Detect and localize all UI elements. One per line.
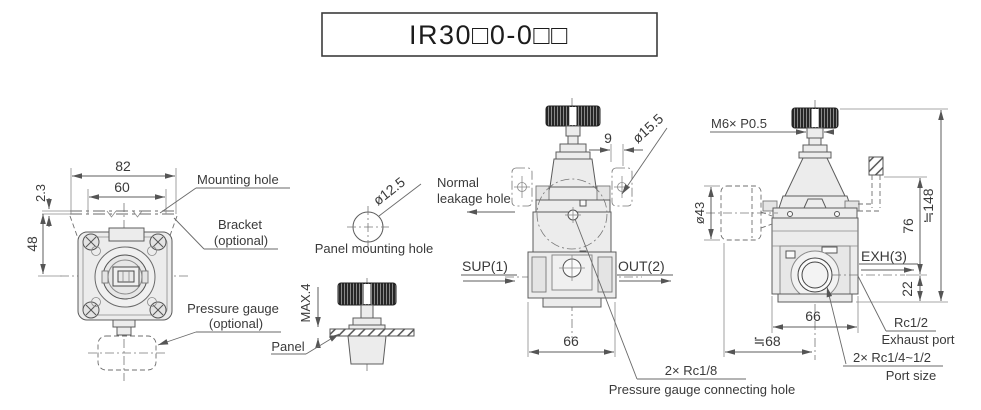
dim-2-3-label: 2.3 — [33, 184, 48, 202]
optional-gauge-side — [706, 185, 778, 241]
dim-66-front: 66 — [527, 302, 616, 357]
dia-15-5-label: ø15.5 — [629, 110, 666, 146]
panel-hole-dia-label: ø12.5 — [370, 174, 408, 209]
model-number: IR30□0-0□□ — [409, 20, 569, 50]
gauge-port-name-label: Pressure gauge connecting hole — [609, 382, 795, 397]
dim-148: ≒148 — [840, 108, 948, 301]
dim-48: 48 — [24, 214, 62, 277]
bracket-note-label: (optional) — [214, 233, 268, 248]
bracket-ear-right — [611, 167, 633, 207]
dim-66-front-label: 66 — [563, 333, 579, 349]
dim-60: 60 — [87, 179, 167, 214]
pressure-gauge-note-label: (optional) — [209, 316, 263, 331]
bracket-ear-left — [511, 167, 533, 207]
dim-76-label: 76 — [900, 218, 916, 234]
m6-thread-label: M6× P0.5 — [711, 116, 767, 131]
pressure-gauge-label: Pressure gauge — [187, 301, 279, 316]
panel-mounting-hole-label: Panel mounting hole — [315, 241, 434, 256]
sup-port-flow: SUP(1) — [461, 258, 517, 284]
bracket-callout: Bracket (optional) — [173, 217, 278, 250]
dim-66-side-label: 66 — [805, 308, 821, 324]
m6-thread-callout: M6× P0.5 — [710, 116, 834, 135]
exhaust-thread-label: Rc1/2 — [894, 315, 928, 330]
dim-82: 82 — [70, 158, 177, 214]
front-elevation-view: Normal leakage hole SUP(1) OUT(2) 9 ø15.… — [437, 98, 795, 397]
dim-9: 9 — [589, 130, 643, 166]
dim-66-side: 66 — [771, 296, 859, 333]
knob-top-icon — [94, 246, 156, 308]
panel-callout: Panel — [271, 333, 340, 355]
mounting-hole-label: Mounting hole — [197, 172, 279, 187]
exhaust-port-label: Exhaust port — [882, 332, 955, 347]
bracket-label: Bracket — [218, 217, 262, 232]
exh-label: EXH(3) — [861, 248, 907, 264]
panel-mount-figure: MAX.4 Panel — [271, 278, 415, 371]
dim-60-label: 60 — [114, 179, 130, 195]
pressure-gauge-callout: Pressure gauge (optional) — [157, 301, 281, 346]
dim-9-label: 9 — [604, 130, 612, 146]
dim-2-3: 2.3 — [33, 184, 70, 227]
dim-22: 22 — [856, 276, 948, 303]
dim-68-label: ≒68 — [753, 333, 781, 349]
gauge-connecting-hole-callout: 2× Rc1/8 Pressure gauge connecting hole — [574, 218, 795, 397]
gauge-port-thread-label: 2× Rc1/8 — [665, 363, 717, 378]
side-elevation-view: ø43 M6× P0.5 EXH(3) 76 22 ≒148 — [692, 100, 955, 383]
exhaust-port-callout: Rc1/2 Exhaust port — [857, 275, 955, 347]
leakage-label-line1: Normal — [437, 175, 479, 190]
out-label: OUT(2) — [618, 258, 665, 274]
dim-48-label: 48 — [24, 236, 40, 252]
dim-22-label: 22 — [899, 281, 915, 297]
exh-port-flow: EXH(3) — [832, 248, 918, 276]
dim-max4: MAX.4 — [298, 283, 321, 348]
leakage-hole-callout: Normal leakage hole — [437, 175, 515, 215]
adjustment-knob-icon — [545, 105, 601, 127]
port-size-callout: 2× Rc1/4~1/2 Port size — [826, 286, 943, 383]
model-number-box: IR30□0-0□□ — [321, 12, 658, 57]
port-size-label: Port size — [886, 368, 937, 383]
panel-hole-figure: ø12.5 Panel mounting hole — [315, 174, 434, 256]
sup-label: SUP(1) — [462, 258, 508, 274]
port-thread-label: 2× Rc1/4~1/2 — [853, 350, 931, 365]
dim-68: ≒68 — [723, 243, 812, 357]
dia-15-5-callout: ø15.5 — [621, 110, 668, 195]
out-port-bore — [790, 250, 840, 300]
dim-82-label: 82 — [115, 158, 131, 174]
exhaust-fitting-outline — [858, 156, 884, 212]
adjustment-knob-side-icon — [791, 107, 839, 129]
optional-gauge-outline — [97, 335, 157, 371]
dim-43: ø43 — [692, 185, 720, 241]
dia-43-label: ø43 — [692, 202, 707, 224]
front-face-view: 82 60 2.3 48 Mounting hole Bracket (opti… — [24, 158, 290, 381]
panel-hatch — [329, 328, 415, 337]
dim-148-label: ≒148 — [920, 188, 936, 223]
mounting-hole-callout: Mounting hole — [159, 172, 290, 214]
panel-label: Panel — [271, 339, 304, 354]
out-port-flow: OUT(2) — [617, 258, 673, 284]
knob-icon — [337, 282, 397, 306]
leakage-label-line2: leakage hole — [437, 191, 511, 206]
max-panel-thickness-label: MAX.4 — [298, 283, 313, 322]
dim-76: 76 — [884, 176, 927, 276]
